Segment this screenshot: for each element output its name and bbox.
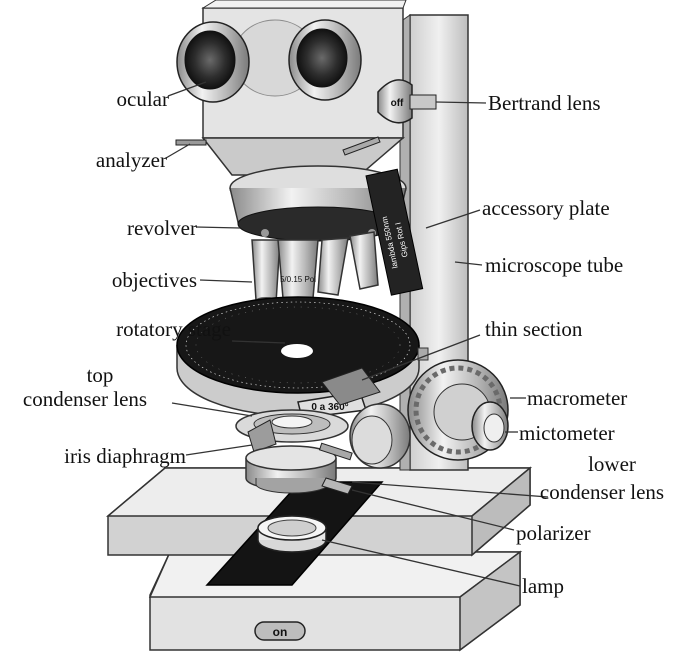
lamp-lens (257, 515, 327, 553)
fine-focus-cylinder (349, 403, 411, 469)
label-iris-diaphragm: iris diaphragm (64, 444, 186, 468)
objective-left (251, 239, 281, 305)
stage-range-label: 0 a 360° (311, 402, 348, 413)
label-top-condenser-line1: top (87, 363, 114, 387)
label-bertrand-lens: Bertrand lens (488, 91, 601, 115)
on-switch-label: on (273, 625, 288, 639)
analyzer-slider (175, 136, 381, 156)
objective-right-2 (349, 231, 379, 290)
accessory-plate: lambda 550nm Gips Rot I (365, 168, 424, 296)
ocular-right (288, 19, 362, 101)
label-objectives: objectives (112, 268, 197, 292)
label-rotatory-stage: rotatory stage (116, 317, 231, 341)
leader-lines (165, 81, 549, 587)
label-revolver: revolver (127, 216, 197, 240)
off-switch-label: off (391, 98, 404, 109)
label-ocular: ocular (117, 87, 169, 111)
objective-right-1 (317, 237, 349, 296)
ocular-left (176, 21, 250, 103)
label-mictometer: mictometer (519, 421, 615, 445)
rotatory-stage[interactable] (176, 296, 429, 417)
label-analyzer: analyzer (96, 148, 167, 172)
label-lower-condenser-line2: condenser lens (540, 480, 664, 504)
label-microscope-tube: microscope tube (485, 253, 623, 277)
label-accessory-plate: accessory plate (482, 196, 610, 220)
condenser-assembly (235, 409, 353, 495)
on-switch[interactable]: on (254, 621, 306, 641)
label-lamp: lamp (522, 574, 564, 598)
label-polarizer: polarizer (516, 521, 591, 545)
bertrand-lens-knob: off (377, 79, 437, 124)
label-macrometer: macrometer (527, 386, 627, 410)
label-group: ocular analyzer revolver objectives rota… (23, 87, 664, 598)
revolver-nosepiece (229, 165, 407, 242)
thin-section-slide (321, 367, 381, 406)
label-lower-condenser-line1: lower (588, 452, 636, 476)
objective-marking: 5/0.15 Pol (280, 275, 316, 284)
label-top-condenser-line2: condenser lens (23, 387, 147, 411)
label-thin-section: thin section (485, 317, 583, 341)
microscope-base (148, 550, 523, 652)
mictometer-knob[interactable] (471, 401, 509, 451)
